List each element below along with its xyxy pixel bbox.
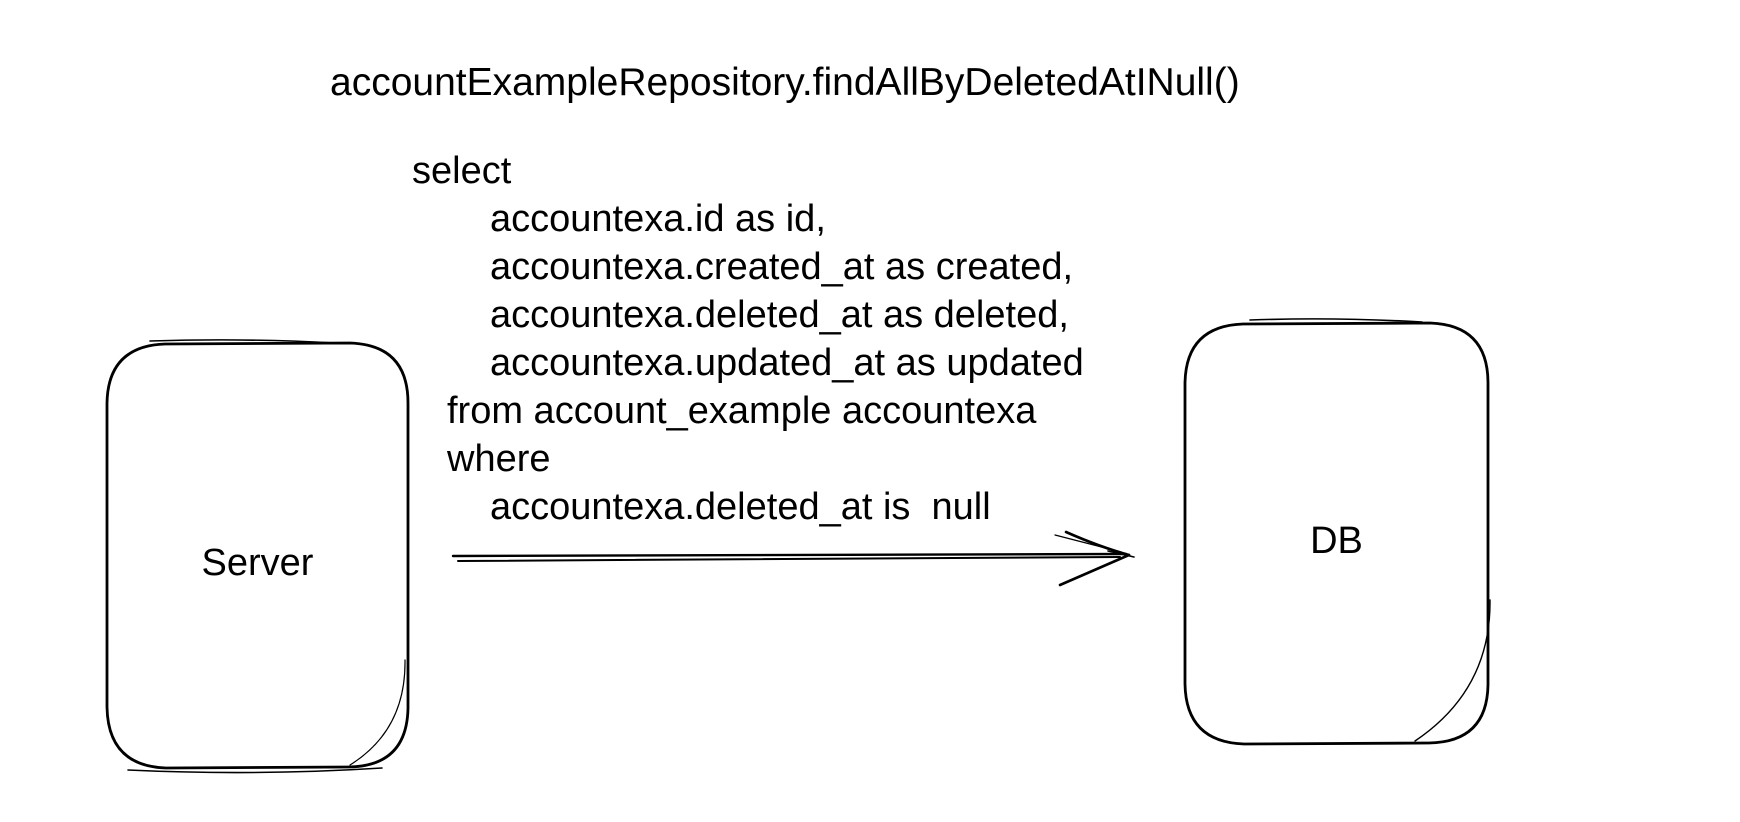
sql-line-from: from account_example accountexa (447, 390, 1037, 432)
request-arrow (451, 530, 1135, 587)
sql-line-field-id: accountexa.id as id, (490, 198, 826, 240)
db-node: DB (1185, 323, 1488, 743)
sql-line-field-created: accountexa.created_at as created, (490, 246, 1074, 288)
sql-query-block: select accountexa.id as id, accountexa.c… (412, 147, 1084, 531)
sql-line-condition: accountexa.deleted_at is null (490, 486, 991, 528)
method-call-title: accountExampleRepository.findAllByDelete… (330, 61, 1240, 104)
server-box-shape (105, 339, 410, 774)
db-label: DB (1310, 519, 1363, 562)
server-label: Server (201, 541, 314, 584)
sql-line-field-updated: accountexa.updated_at as updated (490, 342, 1084, 384)
sql-line-select: select (412, 150, 512, 192)
sql-line-where: where (447, 438, 551, 480)
db-box-shape (1183, 318, 1491, 746)
sql-line-field-deleted: accountexa.deleted_at as deleted, (490, 294, 1069, 336)
server-node: Server (107, 343, 408, 767)
